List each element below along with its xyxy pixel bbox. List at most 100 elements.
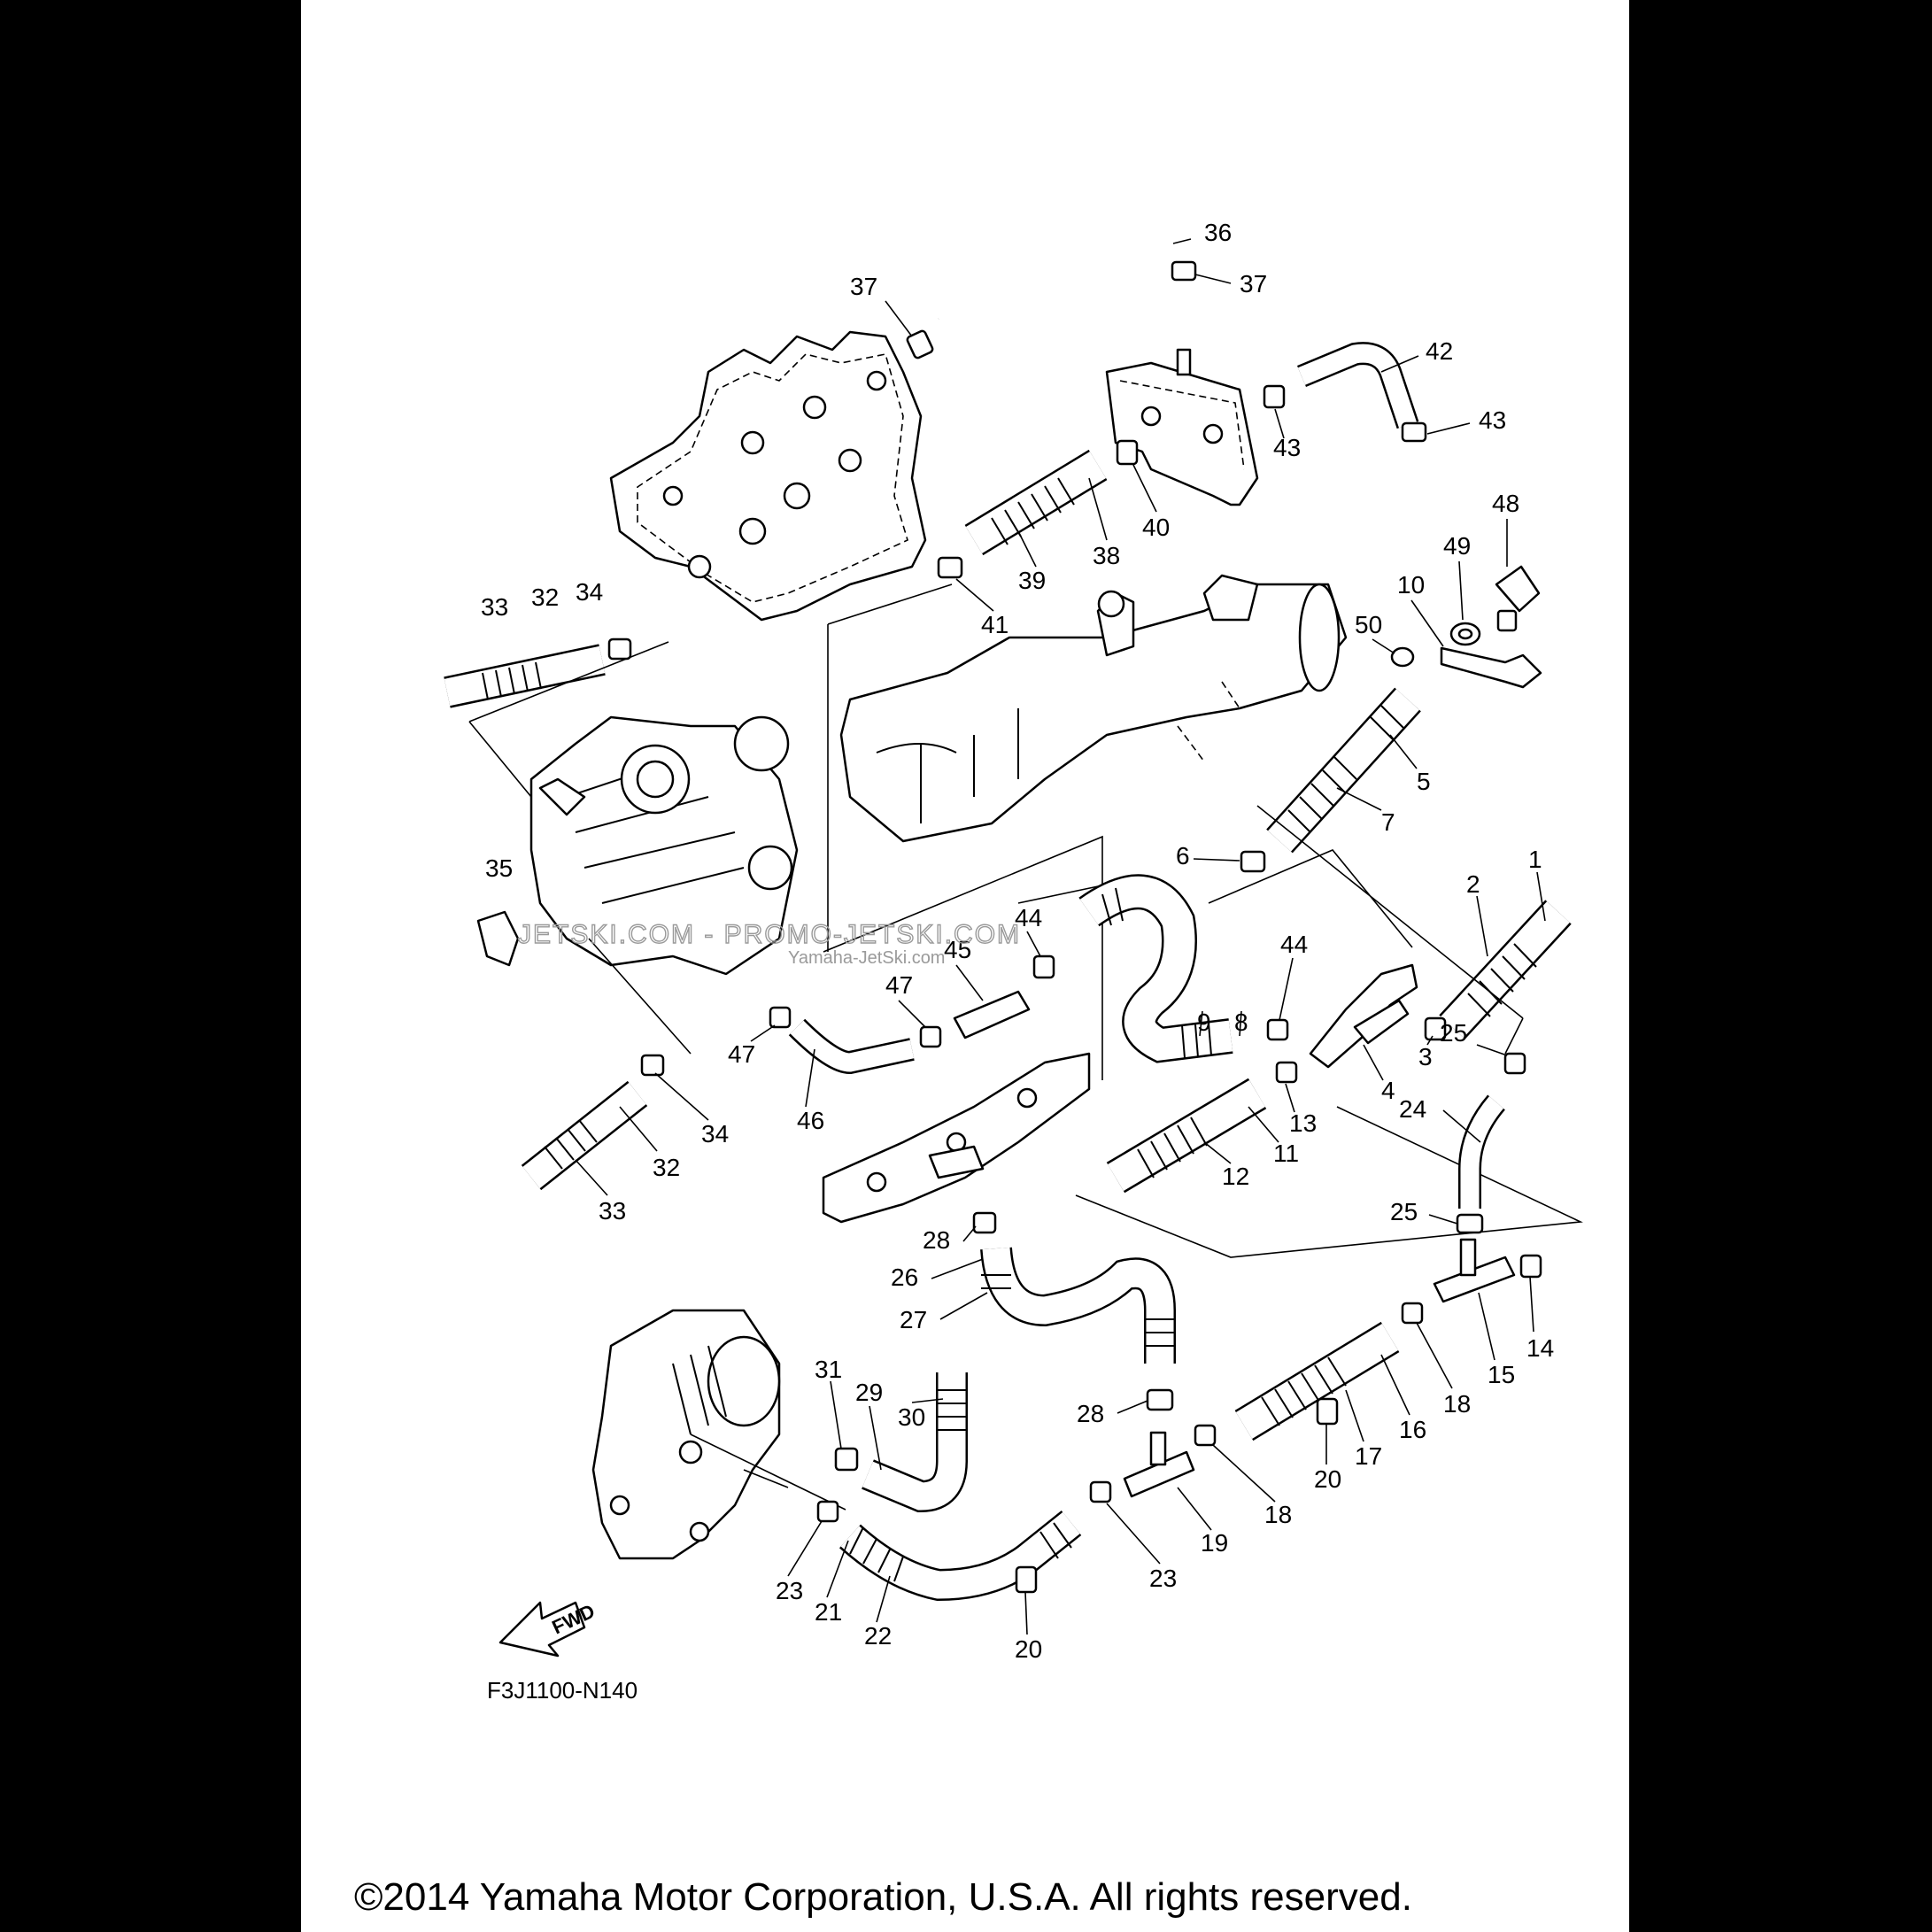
clamp-25-bottom (1456, 1213, 1484, 1234)
hose-16-17 (1234, 1321, 1400, 1441)
clamp-18-top (1401, 1302, 1424, 1325)
label-49: 49 (1443, 532, 1471, 560)
label-42: 42 (1426, 337, 1453, 365)
label-48: 48 (1492, 490, 1519, 517)
watermark-a: JETSKI.COM - PROMO-JETSKI.COM (518, 920, 1021, 949)
hose-21-22 (838, 1510, 1082, 1602)
clamp-44-left (1032, 954, 1055, 979)
label-10: 10 (1397, 571, 1425, 599)
label-34a: 34 (576, 578, 603, 606)
hose-33-bottom (521, 1080, 648, 1191)
leader-lines (575, 238, 1546, 1635)
hose-27 (980, 1247, 1176, 1364)
hose-42 (1297, 342, 1419, 429)
label-23a: 23 (1149, 1565, 1177, 1592)
exhaust-pipe (839, 574, 1348, 843)
sensor-48 (1495, 565, 1541, 632)
label-34b: 34 (701, 1120, 729, 1148)
hose-9 (1078, 874, 1233, 1063)
label-35: 35 (485, 854, 513, 882)
clamp-23-right (1089, 1480, 1112, 1503)
clamp-25-top (1503, 1052, 1526, 1075)
part-labels: 36 37 37 42 43 43 40 38 39 41 48 49 10 5… (481, 219, 1554, 1663)
jet-pump-housing (529, 715, 799, 976)
label-4: 4 (1381, 1077, 1395, 1104)
label-15: 15 (1488, 1361, 1515, 1388)
label-26: 26 (891, 1264, 918, 1291)
clamp-31 (834, 1447, 859, 1472)
clamp-40 (1116, 439, 1139, 466)
label-7: 7 (1381, 808, 1395, 836)
label-28b: 28 (1077, 1400, 1104, 1427)
label-25a: 25 (1440, 1019, 1467, 1047)
clamp-37-left (906, 329, 934, 359)
clamp-23-left (816, 1500, 839, 1523)
label-37a: 37 (850, 273, 877, 300)
label-37b: 37 (1240, 270, 1267, 298)
bracket-10 (1440, 646, 1542, 689)
label-31: 31 (815, 1356, 842, 1383)
joint-4 (1309, 963, 1418, 1069)
label-20a: 20 (1314, 1465, 1341, 1493)
clamp-47-right (919, 1025, 942, 1048)
clamp-20-right (1316, 1397, 1339, 1426)
label-32a: 32 (531, 583, 559, 611)
watermark-b: Yamaha-JetSki.com (788, 948, 945, 968)
label-6: 6 (1176, 842, 1190, 869)
clamp-20-left (1015, 1565, 1038, 1594)
washer-49 (1449, 622, 1481, 646)
label-22: 22 (864, 1622, 892, 1650)
hose-33-top (444, 644, 606, 708)
label-3: 3 (1418, 1043, 1433, 1070)
hose-11-12 (1106, 1078, 1267, 1194)
clamp-41 (937, 556, 963, 579)
clamp-13 (1275, 1061, 1298, 1084)
engine-block (591, 1309, 781, 1560)
label-25b: 25 (1390, 1198, 1418, 1225)
clamp-6 (1240, 850, 1266, 873)
label-38: 38 (1093, 542, 1120, 569)
label-40: 40 (1142, 514, 1170, 541)
clamp-28-bottom (1146, 1388, 1174, 1411)
label-41: 41 (981, 611, 1009, 638)
tee-15 (1433, 1238, 1516, 1303)
label-29: 29 (855, 1379, 883, 1406)
label-32b: 32 (653, 1154, 680, 1181)
label-27: 27 (900, 1306, 927, 1333)
label-43a: 43 (1273, 434, 1301, 461)
hose-46 (788, 1018, 915, 1075)
clamp-14 (1519, 1254, 1542, 1279)
clamp-43-left (1263, 384, 1286, 409)
label-43b: 43 (1479, 406, 1506, 434)
clamp-47-left (769, 1006, 792, 1029)
label-50: 50 (1355, 611, 1382, 638)
hose-39 (964, 449, 1108, 556)
clamp-28-top (972, 1211, 997, 1234)
clamp-43-right (1401, 421, 1427, 443)
label-20b: 20 (1015, 1635, 1042, 1663)
hose-1-2 (1439, 900, 1572, 1039)
label-12: 12 (1222, 1163, 1249, 1190)
label-11: 11 (1273, 1140, 1299, 1167)
clamp-37-right (1171, 260, 1197, 282)
fitting-45 (953, 990, 1031, 1039)
clamp-3 (1424, 1016, 1447, 1041)
label-5: 5 (1417, 768, 1431, 795)
tee-19 (1123, 1431, 1195, 1498)
label-19: 19 (1201, 1529, 1228, 1557)
label-36: 36 (1204, 219, 1232, 246)
label-39: 39 (1018, 567, 1046, 594)
diagram-code: F3J1100-N140 (487, 1677, 638, 1704)
fwd-arrow (498, 1601, 586, 1658)
label-23b: 23 (776, 1577, 803, 1604)
hose-29-30 (862, 1372, 968, 1513)
hose-24 (1458, 1094, 1506, 1209)
clamp-44-right (1266, 1018, 1289, 1041)
label-21: 21 (815, 1598, 842, 1626)
label-18a: 18 (1443, 1390, 1471, 1418)
label-1: 1 (1528, 846, 1542, 873)
label-28a: 28 (923, 1226, 950, 1254)
hose-5-7 (1266, 687, 1421, 854)
exhaust-manifold (609, 330, 927, 622)
